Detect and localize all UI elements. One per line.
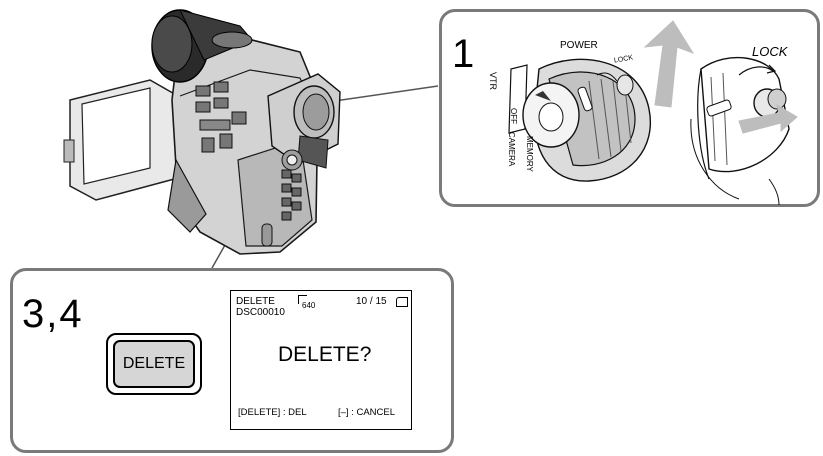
step-one-number: 1 [452, 32, 475, 76]
lcd-image-size: 640 [302, 301, 316, 310]
power-switch-illustration [508, 20, 798, 206]
lcd-footer-cancel: [–] : CANCEL [338, 407, 396, 418]
rotate-arrow-icon [643, 20, 695, 108]
lcd-screen [230, 290, 412, 430]
power-dial-icon [281, 149, 303, 171]
slide-arrow-icon [738, 103, 798, 134]
viewfinder-icon [267, 73, 341, 169]
lcd-counter: 10 / 15 [356, 296, 387, 307]
lcd-prompt: DELETE? [278, 343, 372, 366]
image-size-icon [298, 295, 307, 304]
lock-label-large: LOCK [752, 44, 788, 59]
delete-button-label: DELETE [113, 340, 195, 388]
memory-label: MEMORY [525, 136, 534, 172]
off-label: OFF [509, 108, 518, 124]
vtr-label: VTR [488, 72, 498, 90]
lcd-footer-delete: [DELETE] : DEL [238, 407, 307, 418]
memory-card-icon [396, 297, 408, 307]
lens-icon [151, 9, 253, 83]
camera-label: CAMERA [507, 132, 516, 167]
power-label: POWER [560, 40, 598, 51]
delete-button[interactable]: DELETE [106, 333, 202, 395]
step-three-four-number: 3,4 [22, 292, 84, 336]
lcd-panel-icon [63, 79, 179, 201]
lcd-file-name: DSC00010 [236, 307, 285, 318]
lcd-mode-label: DELETE [236, 296, 275, 307]
